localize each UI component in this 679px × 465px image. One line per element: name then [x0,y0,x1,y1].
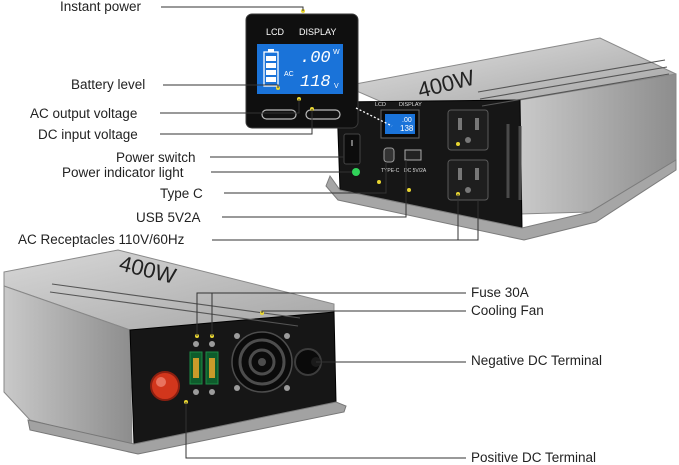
lcd-zoom-callout: LCD DISPLAY AC .00 W 118 V [245,9,359,129]
type-c-port[interactable] [383,147,395,163]
front-device: 400W .00 138 LCD DISPLAY TYPE-C DC 5V/2A [325,37,677,241]
label-usb: USB 5V2A [136,210,201,225]
front-spec-lines [477,59,670,107]
panel-dots [377,142,460,196]
ac-receptacle-upper[interactable] [447,109,489,151]
small-lcd-screen [385,114,415,134]
small-lcd-label: LCD [375,102,386,108]
small-display-label: DISPLAY [399,102,422,108]
label-fuse: Fuse 30A [471,285,529,300]
fuse-screws [193,341,215,395]
lcd-zoom-typec-pill [261,109,297,120]
lcd-zoom-usb-pill [305,109,341,120]
label-type-c: Type C [160,186,203,201]
small-lcd-volts: 138 [400,124,414,133]
label-battery-level: Battery level [71,77,146,92]
cooling-fan [231,331,293,393]
lcd-zoom-volts: 118 [300,73,331,92]
side-vents [506,124,522,200]
lcd-zoom-lcd-label: LCD [266,27,285,37]
lcd-zoom-volts-unit: V [334,83,339,90]
lcd-zoom-watts: .00 [300,49,331,68]
label-ac-output-voltage: AC output voltage [30,106,138,121]
fan-screws [234,333,290,391]
leader-lines-top [160,6,479,241]
label-negative-dc-terminal: Negative DC Terminal [471,353,603,368]
lcd-zoom-watts-unit: W [333,49,340,56]
power-indicator-light [352,168,360,176]
lcd-zoom-display-label: DISPLAY [299,27,336,37]
rear-device-base [27,401,347,455]
positive-dc-terminal [150,371,180,401]
usb-port[interactable] [404,149,422,161]
power-switch[interactable] [343,133,361,165]
usb-port-label: DC 5V/2A [404,168,427,174]
fuse-left [189,351,203,385]
front-device-base [325,159,677,241]
fuse-right [205,351,219,385]
rear-device: 400W [3,249,347,455]
label-instant-power: Instant power [60,0,142,14]
label-positive-dc-terminal: Positive DC Terminal [471,450,597,465]
leader-lines-bottom [185,292,466,459]
label-ac-receptacles: AC Receptacles 110V/60Hz [18,232,185,247]
label-cooling-fan: Cooling Fan [471,303,544,318]
type-c-port-label: TYPE-C [381,168,400,174]
ac-receptacle-lower[interactable] [447,159,489,201]
label-dc-input-voltage: DC input voltage [38,127,138,142]
lcd-zoom-ac-tag: AC [284,71,294,78]
battery-icon [263,49,279,87]
label-power-indicator-light: Power indicator light [62,165,184,180]
zoom-connector [355,107,393,127]
small-lcd-watts: .00 [402,117,412,124]
rear-spec-lines [49,283,301,327]
label-power-switch: Power switch [116,150,196,165]
